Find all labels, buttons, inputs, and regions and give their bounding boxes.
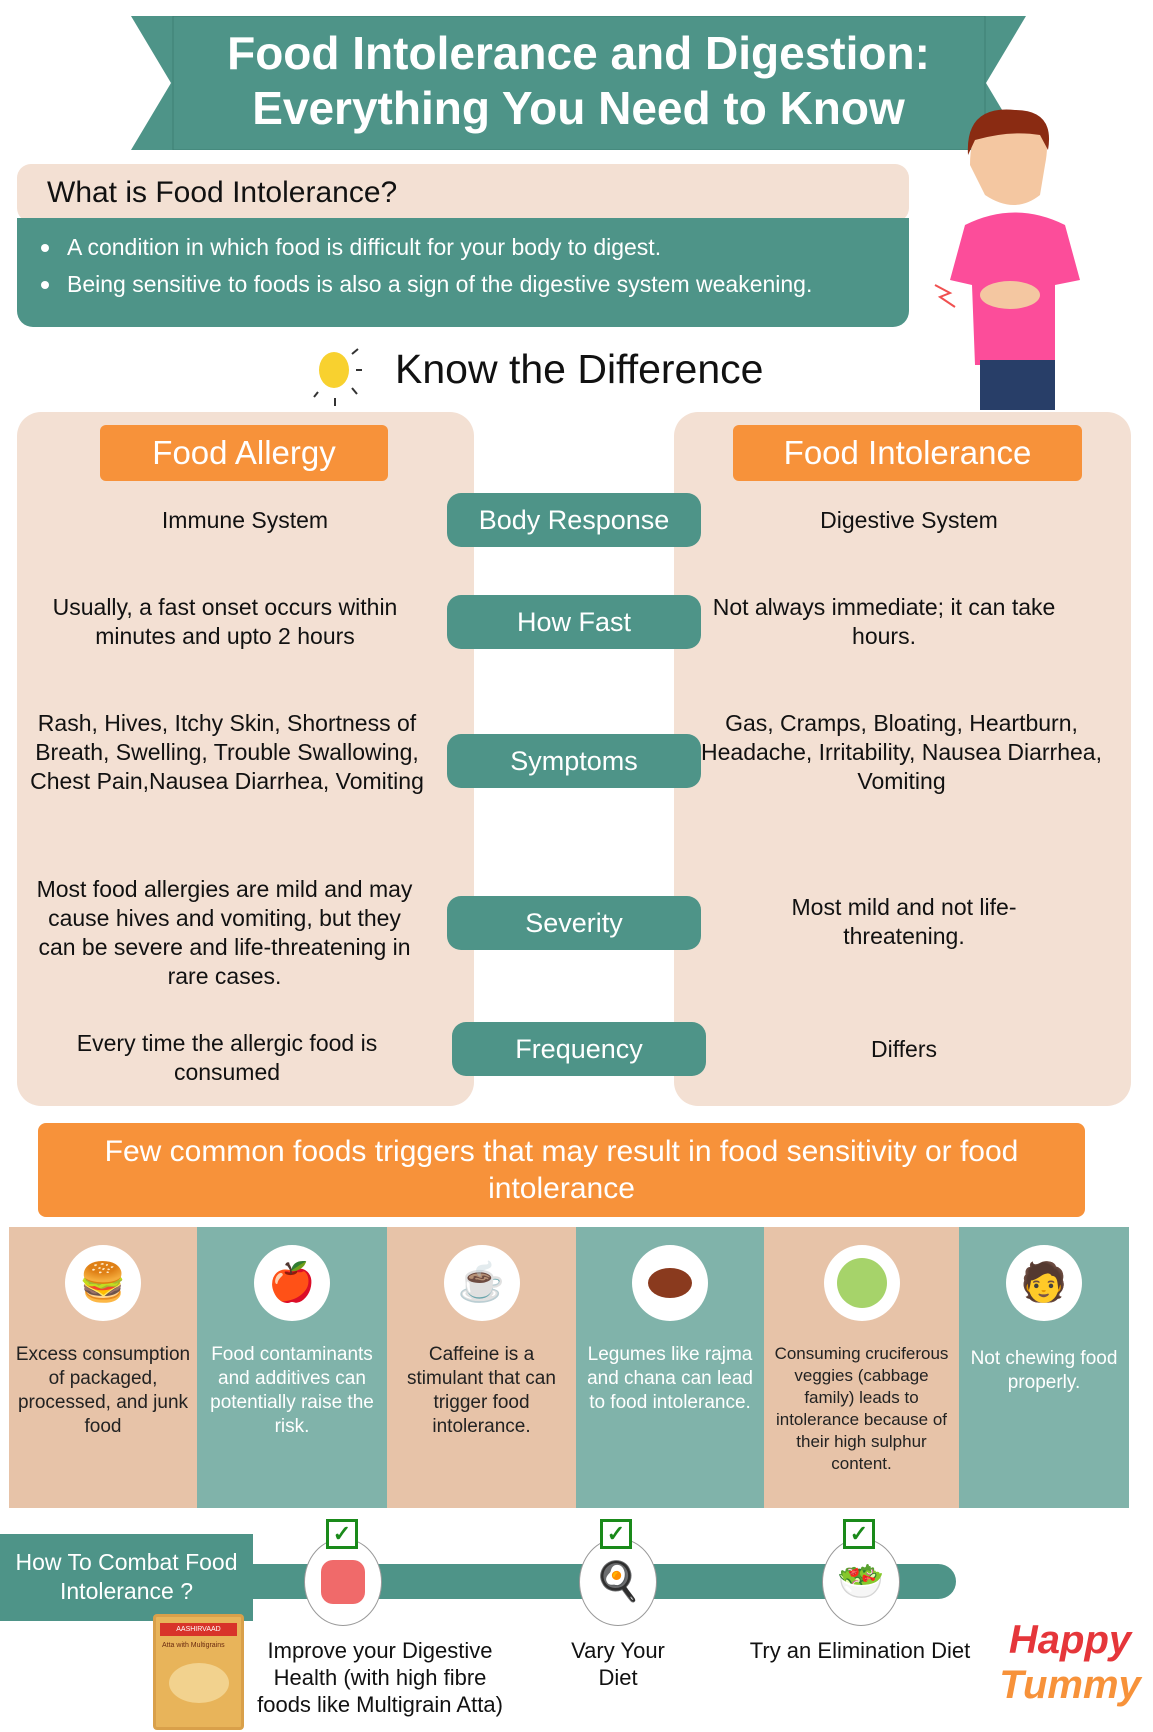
balanced-plate-icon: 🍳 <box>579 1538 657 1626</box>
happy-tummy-logo: Happy Tummy <box>999 1618 1141 1707</box>
ribbon-shape <box>131 16 1026 150</box>
trigger-item: 🧑Not chewing food properly. <box>959 1227 1129 1508</box>
food-intolerance-panel: Food Intolerance Digestive System Not al… <box>674 412 1131 1106</box>
checkbox-icon: ✓ <box>843 1519 875 1549</box>
checkbox-icon: ✓ <box>326 1519 358 1549</box>
difference-heading: Know the Difference <box>395 346 764 392</box>
lightbulb-icon <box>313 348 362 406</box>
bullet: A condition in which food is difficult f… <box>37 234 889 261</box>
food-intolerance-title: Food Intolerance <box>733 425 1082 481</box>
coffee-cup-icon: ☕ <box>443 1245 520 1321</box>
diet-plate-icon: 🥗 <box>822 1538 900 1626</box>
allergy-body-response: Immune System <box>161 507 329 533</box>
trigger-item: 🍔Excess consumption of packaged, process… <box>9 1227 197 1508</box>
allergy-how-fast: Usually, a fast onset occurs within minu… <box>52 594 398 649</box>
trigger-item: ☕Caffeine is a stimulant that can trigge… <box>387 1227 576 1508</box>
junk-food-icon: 🍔 <box>65 1245 141 1321</box>
title-banner: Food Intolerance and Digestion:Everythin… <box>131 16 1026 150</box>
food-allergy-title: Food Allergy <box>100 425 388 481</box>
what-definition: A condition in which food is difficult f… <box>17 218 909 327</box>
intestine-icon <box>304 1538 382 1626</box>
label-body-response: Body Response <box>447 493 701 547</box>
intolerance-body-response: Digestive System <box>820 507 998 533</box>
apple-magnifier-icon: 🍎 <box>254 1245 330 1321</box>
eating-person-icon: 🧑 <box>1006 1245 1082 1321</box>
cabbage-icon <box>823 1245 900 1321</box>
intolerance-how-fast: Not always immediate; it can take hours. <box>712 594 1056 649</box>
label-frequency: Frequency <box>452 1022 706 1076</box>
intolerance-symptoms: Gas, Cramps, Bloating, Heartburn, Headac… <box>701 710 1102 794</box>
checkbox-icon: ✓ <box>600 1519 632 1549</box>
allergy-symptoms: Rash, Hives, Itchy Skin, Shortness of Br… <box>30 710 424 794</box>
trigger-item: 🍎Food contaminants and additives can pot… <box>197 1227 387 1508</box>
food-allergy-panel: Food Allergy Immune System Usually, a fa… <box>17 412 474 1106</box>
page-title: Food Intolerance and Digestion:Everythin… <box>227 27 930 134</box>
allergy-frequency: Every time the allergic food is consumed <box>76 1030 378 1085</box>
step-elimination-diet: Try an Elimination Diet <box>749 1638 971 1663</box>
step-vary-diet: Vary Your Diet <box>571 1638 665 1690</box>
label-how-fast: How Fast <box>447 595 701 649</box>
bullet: Being sensitive to foods is also a sign … <box>37 271 889 298</box>
kidney-bean-icon <box>632 1245 708 1321</box>
step-improve-digestive-health: Improve your Digestive Health (with high… <box>257 1638 503 1717</box>
label-severity: Severity <box>447 896 701 950</box>
combat-heading: How To Combat Food Intolerance ? <box>0 1534 253 1621</box>
label-symptoms: Symptoms <box>447 734 701 788</box>
intolerance-frequency: Differs <box>870 1036 938 1062</box>
what-heading: What is Food Intolerance? <box>17 164 909 222</box>
multigrain-atta-package: AASHIRVAAD Atta with Multigrains <box>153 1614 244 1730</box>
allergy-severity: Most food allergies are mild and may cau… <box>36 876 413 989</box>
trigger-item: Consuming cruciferous veggies (cabbage f… <box>764 1227 959 1508</box>
triggers-heading: Few common foods triggers that may resul… <box>38 1123 1085 1217</box>
intolerance-severity: Most mild and not life-threatening. <box>791 894 1017 949</box>
trigger-item: Legumes like rajma and chana can lead to… <box>576 1227 764 1508</box>
man-stomach-ache-illustration <box>934 109 1080 410</box>
